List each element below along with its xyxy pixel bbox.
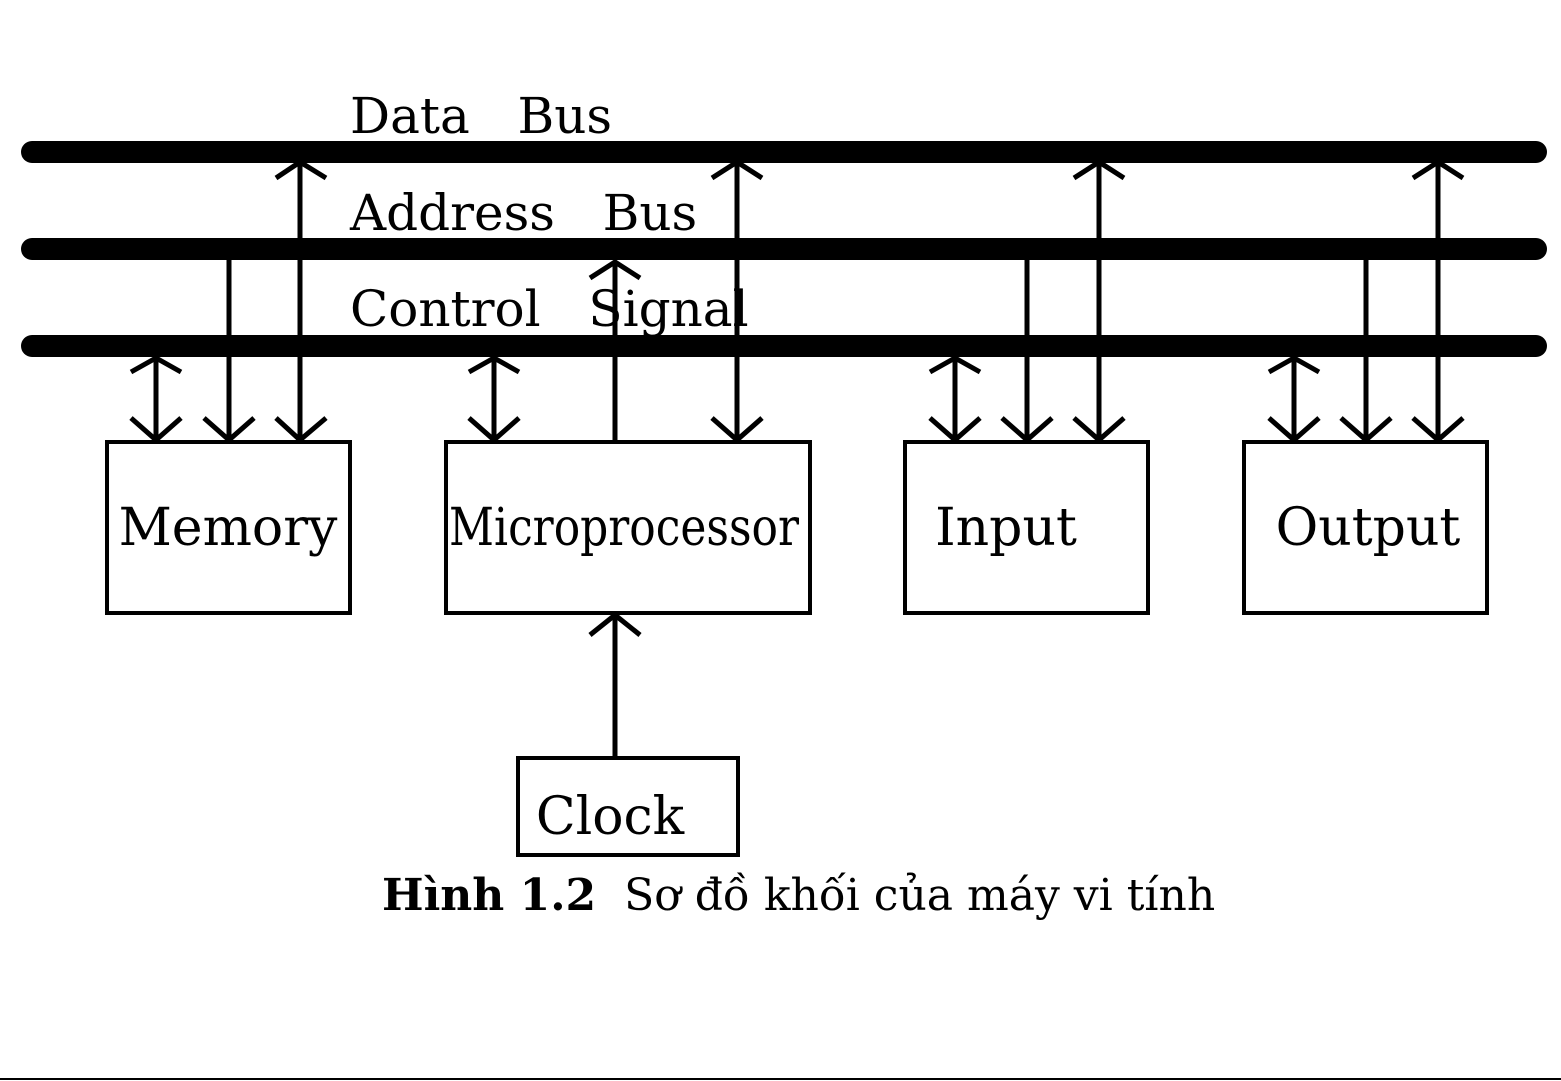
- control-signal-label: Control Signal: [350, 280, 749, 338]
- output-control-connector: [1269, 358, 1319, 440]
- figure-caption: Hình 1.2 Sơ đồ khối của máy vi tính: [382, 870, 1215, 921]
- memory-control-connector: [131, 358, 181, 440]
- data-bus-label: Data Bus: [350, 87, 612, 145]
- memory-data-connector: [276, 162, 326, 440]
- input-data-connector: [1074, 162, 1124, 440]
- input-label: Input: [935, 498, 1077, 558]
- figure-title: Sơ đồ khối của máy vi tính: [624, 870, 1215, 921]
- microprocessor-control-connector: [469, 358, 519, 440]
- clock-connector: [590, 615, 640, 758]
- clock-label: Clock: [536, 787, 685, 847]
- output-label: Output: [1276, 498, 1461, 558]
- memory-label: Memory: [119, 498, 338, 558]
- address-bus-label: Address Bus: [349, 184, 697, 242]
- figure-number: Hình 1.2: [382, 870, 596, 921]
- input-control-connector: [930, 358, 980, 440]
- output-data-connector: [1413, 162, 1463, 440]
- microprocessor-label: Microprocessor: [449, 498, 799, 558]
